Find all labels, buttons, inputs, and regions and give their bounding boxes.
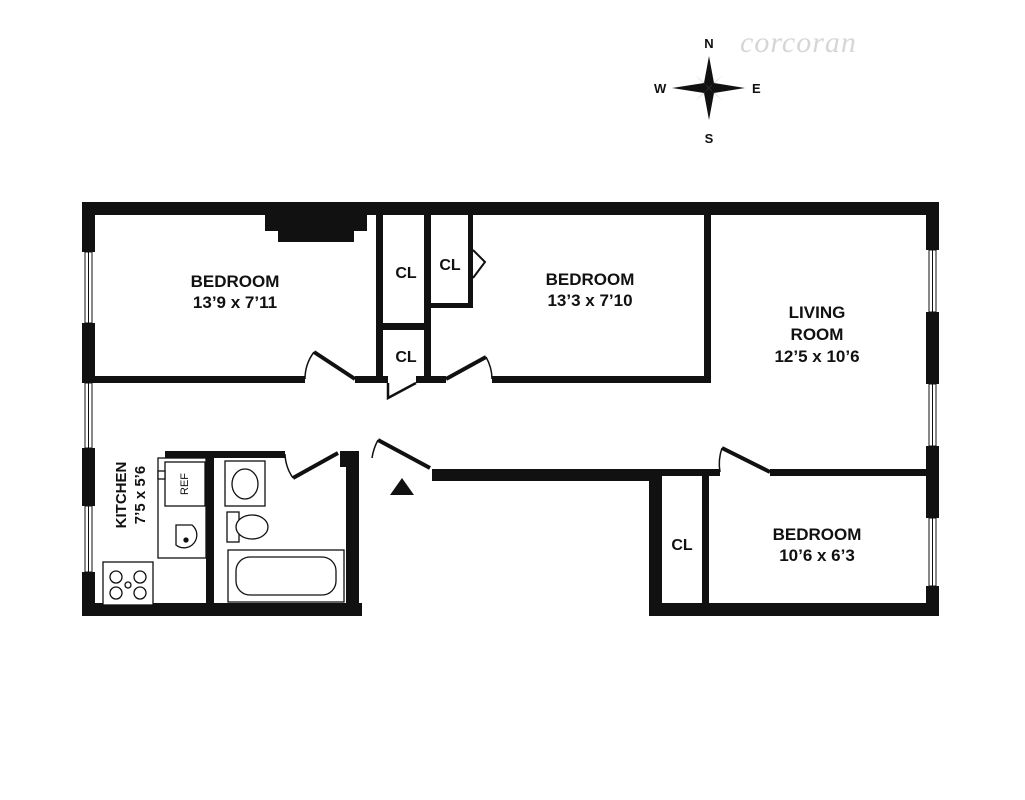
closet2-label: CL: [439, 257, 461, 274]
refrigerator-icon: [164, 461, 206, 507]
bedroom1-name: BEDROOM: [191, 272, 280, 291]
closet1-label: CL: [395, 265, 417, 282]
living-room-dims: 12’5 x 10’6: [774, 347, 859, 366]
doors: [284, 240, 771, 586]
entry-arrow-icon: [390, 478, 414, 495]
bedroom2-name: BEDROOM: [546, 270, 635, 289]
kitchen-name: KITCHEN: [113, 462, 130, 529]
bedroom2-dims: 13’3 x 7’10: [547, 291, 632, 310]
kitchen-dims: 7’5 x 5’6: [132, 466, 149, 524]
living-room-name-line1: LIVING: [789, 303, 846, 322]
bedroom3-dims: 10’6 x 6’3: [779, 546, 855, 565]
closet4-label: CL: [671, 537, 693, 554]
brand-watermark: corcoran: [740, 26, 857, 59]
windows: [84, 249, 937, 587]
bathroom-fixtures: [224, 460, 345, 603]
compass-north-label: N: [704, 36, 713, 51]
compass-south-label: S: [705, 131, 714, 146]
closet3-label: CL: [395, 349, 417, 366]
bedroom3-name: BEDROOM: [773, 525, 862, 544]
compass-west-label: W: [654, 81, 667, 96]
stove-icon: [102, 561, 154, 606]
kitchen-fixtures: [102, 457, 207, 606]
compass-east-label: E: [752, 81, 761, 96]
living-room-name-line2: ROOM: [791, 325, 844, 344]
bedroom1-dims: 13’9 x 7’11: [193, 293, 277, 312]
refrigerator-label: REF: [179, 473, 191, 495]
compass-icon: N S E W: [654, 36, 761, 146]
outer-walls: [82, 202, 939, 616]
